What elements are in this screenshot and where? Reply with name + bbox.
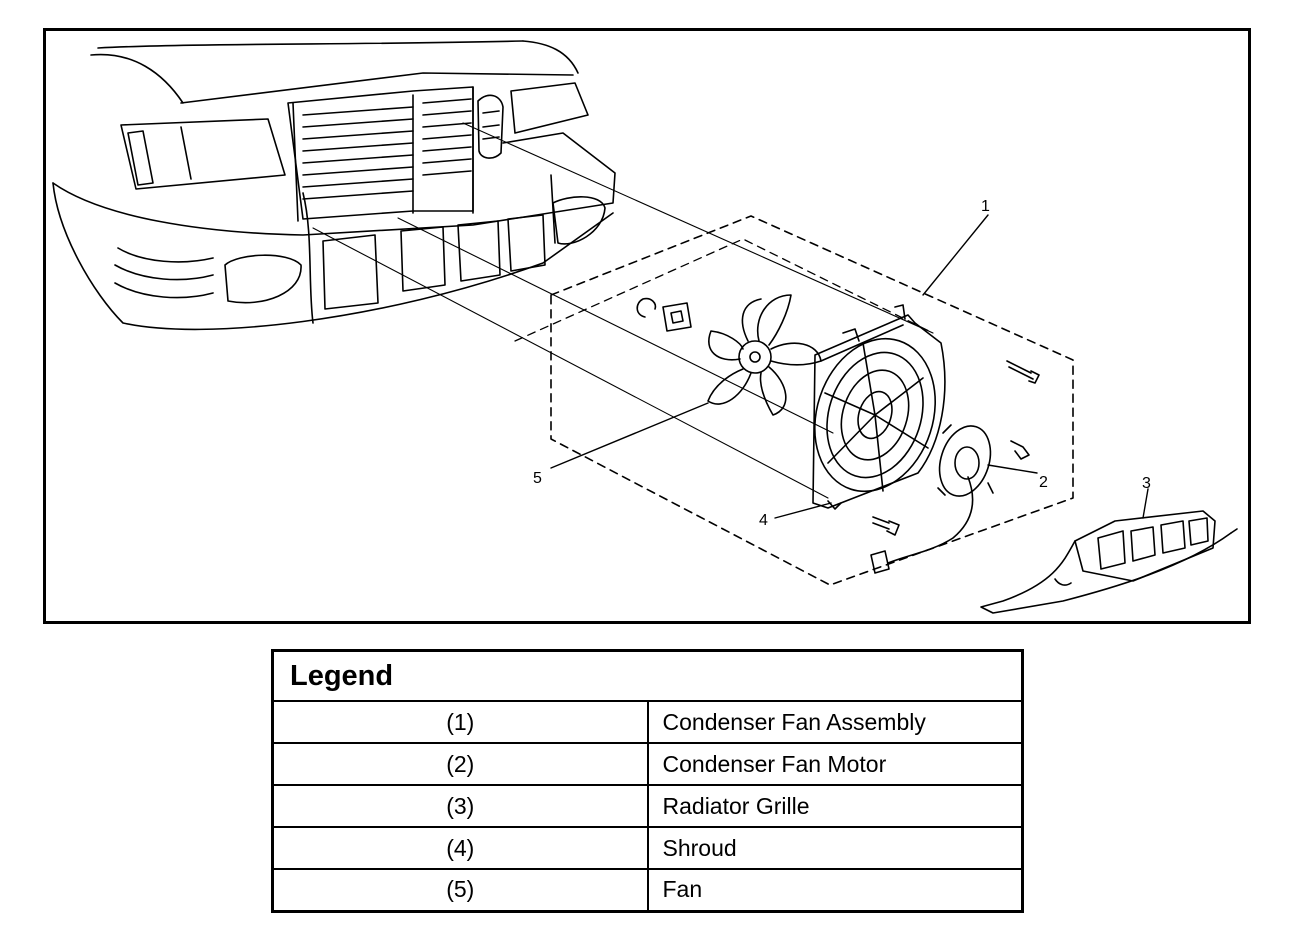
radiator-grille bbox=[980, 510, 1238, 614]
legend-row: (3) Radiator Grille bbox=[271, 784, 1024, 828]
fan-shroud bbox=[812, 304, 946, 510]
exploded-diagram-frame: 1 2 3 4 5 bbox=[43, 28, 1251, 624]
legend-table: Legend (1) Condenser Fan Assembly (2) Co… bbox=[271, 649, 1024, 913]
callout-1: 1 bbox=[981, 198, 990, 215]
callout-2: 2 bbox=[1039, 474, 1048, 491]
assembly-inner-outline bbox=[514, 238, 934, 342]
exploded-diagram: 1 2 3 4 5 bbox=[52, 40, 1238, 614]
legend-row: (5) Fan bbox=[271, 868, 1024, 912]
legend-number: (1) bbox=[271, 700, 649, 744]
legend-title: Legend bbox=[271, 649, 1024, 702]
mounting-bracket bbox=[662, 302, 692, 332]
legend-description: Radiator Grille bbox=[646, 784, 1024, 828]
legend-number: (2) bbox=[271, 742, 649, 786]
fan-motor bbox=[870, 424, 994, 574]
legend-description: Shroud bbox=[646, 826, 1024, 870]
vehicle-front-end bbox=[52, 40, 616, 331]
assembly-outline bbox=[550, 215, 1074, 586]
callout-leaders bbox=[550, 214, 1149, 519]
callout-3: 3 bbox=[1142, 475, 1151, 492]
legend-number: (3) bbox=[271, 784, 649, 828]
legend-row: (1) Condenser Fan Assembly bbox=[271, 700, 1024, 744]
legend-row: (2) Condenser Fan Motor bbox=[271, 742, 1024, 786]
callout-5: 5 bbox=[533, 470, 542, 487]
exploded-view-lines bbox=[312, 122, 934, 499]
retaining-clip bbox=[636, 297, 657, 318]
legend-description: Condenser Fan Assembly bbox=[646, 700, 1024, 744]
legend-description: Condenser Fan Motor bbox=[646, 742, 1024, 786]
fan-blade bbox=[707, 294, 822, 416]
legend-number: (5) bbox=[271, 868, 649, 912]
legend-description: Fan bbox=[646, 868, 1024, 912]
mounting-bolts bbox=[872, 360, 1040, 536]
legend-number: (4) bbox=[271, 826, 649, 870]
callout-4: 4 bbox=[759, 512, 768, 529]
legend-row: (4) Shroud bbox=[271, 826, 1024, 870]
